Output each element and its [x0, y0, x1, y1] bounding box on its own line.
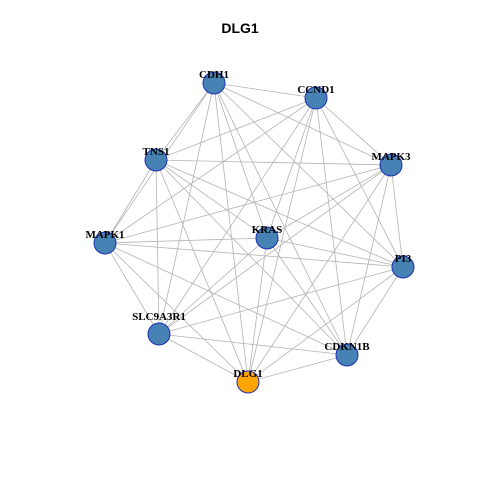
- edge-cdh1-tns1: [155, 82, 215, 161]
- edge-mapk3-mapk1: [104, 164, 392, 244]
- node-pi3: PI3: [391, 253, 415, 279]
- edge-ccnd1-tns1: [155, 97, 317, 161]
- edge-pi3-cdkn1b: [346, 266, 404, 356]
- node-circle-ccnd1: [304, 86, 328, 110]
- edge-cdh1-kras: [213, 82, 268, 239]
- edge-mapk1-dlg1: [104, 242, 249, 383]
- node-tns1: TNS1: [143, 146, 170, 172]
- edge-layer: [104, 82, 404, 383]
- node-label-tns1: TNS1: [143, 146, 170, 158]
- node-label-slc9a3r1: SLC9A3R1: [132, 311, 186, 323]
- node-ccnd1: CCND1: [297, 84, 335, 110]
- node-circle-pi3: [391, 255, 415, 279]
- edge-cdh1-mapk3: [213, 82, 392, 166]
- node-circle-tns1: [144, 148, 168, 172]
- node-kras: KRAS: [252, 224, 283, 250]
- node-label-cdkn1b: CDKN1B: [324, 341, 370, 353]
- edge-mapk1-cdkn1b: [104, 242, 348, 356]
- edge-cdh1-slc9a3r1: [158, 82, 215, 335]
- edge-kras-mapk1: [104, 237, 268, 244]
- edge-kras-slc9a3r1: [158, 237, 268, 335]
- node-label-mapk1: MAPK1: [85, 229, 124, 241]
- edge-tns1-mapk1: [104, 159, 157, 244]
- edge-cdh1-ccnd1: [213, 82, 317, 99]
- edge-mapk1-pi3: [104, 242, 404, 268]
- edge-kras-dlg1: [247, 237, 268, 383]
- node-label-cdh1: CDH1: [199, 69, 229, 81]
- node-circle-mapk1: [93, 231, 117, 255]
- edge-pi3-slc9a3r1: [158, 266, 404, 335]
- edge-mapk3-pi3: [390, 164, 404, 268]
- edge-cdh1-dlg1: [213, 82, 249, 383]
- node-label-kras: KRAS: [252, 224, 283, 236]
- edge-tns1-kras: [155, 159, 268, 239]
- edge-ccnd1-slc9a3r1: [158, 97, 317, 335]
- edge-ccnd1-kras: [266, 97, 317, 239]
- edge-tns1-cdkn1b: [155, 159, 348, 356]
- edge-cdh1-pi3: [213, 82, 404, 268]
- node-cdh1: CDH1: [199, 69, 229, 95]
- edge-ccnd1-mapk3: [315, 97, 392, 166]
- edge-mapk3-kras: [266, 164, 392, 239]
- edge-cdkn1b-dlg1: [247, 354, 348, 383]
- edge-tns1-pi3: [155, 159, 404, 268]
- node-mapk1: MAPK1: [85, 229, 125, 255]
- node-circle-cdh1: [202, 71, 226, 95]
- edge-mapk1-slc9a3r1: [104, 242, 160, 335]
- edge-slc9a3r1-dlg1: [158, 333, 249, 383]
- edge-ccnd1-dlg1: [247, 97, 317, 383]
- node-dlg1: DLG1: [233, 368, 263, 394]
- edge-tns1-dlg1: [155, 159, 249, 383]
- node-label-pi3: PI3: [395, 253, 412, 265]
- node-circle-dlg1: [236, 370, 260, 394]
- edge-pi3-dlg1: [247, 266, 404, 383]
- node-cdkn1b: CDKN1B: [324, 341, 370, 367]
- edge-kras-pi3: [266, 237, 404, 268]
- node-circle-kras: [255, 226, 279, 250]
- node-circle-mapk3: [379, 153, 403, 177]
- diagram-title: DLG1: [221, 20, 259, 36]
- node-label-ccnd1: CCND1: [297, 84, 334, 96]
- edge-cdh1-cdkn1b: [213, 82, 348, 356]
- edge-ccnd1-pi3: [315, 97, 404, 268]
- node-mapk3: MAPK3: [371, 151, 411, 177]
- node-label-dlg1: DLG1: [233, 368, 262, 380]
- edge-tns1-mapk3: [155, 159, 392, 166]
- node-circle-cdkn1b: [335, 343, 359, 367]
- node-slc9a3r1: SLC9A3R1: [132, 311, 186, 346]
- node-circle-slc9a3r1: [147, 322, 171, 346]
- edge-slc9a3r1-cdkn1b: [158, 333, 348, 356]
- edge-ccnd1-mapk1: [104, 97, 317, 244]
- node-label-mapk3: MAPK3: [371, 151, 411, 163]
- edge-mapk3-dlg1: [247, 164, 392, 383]
